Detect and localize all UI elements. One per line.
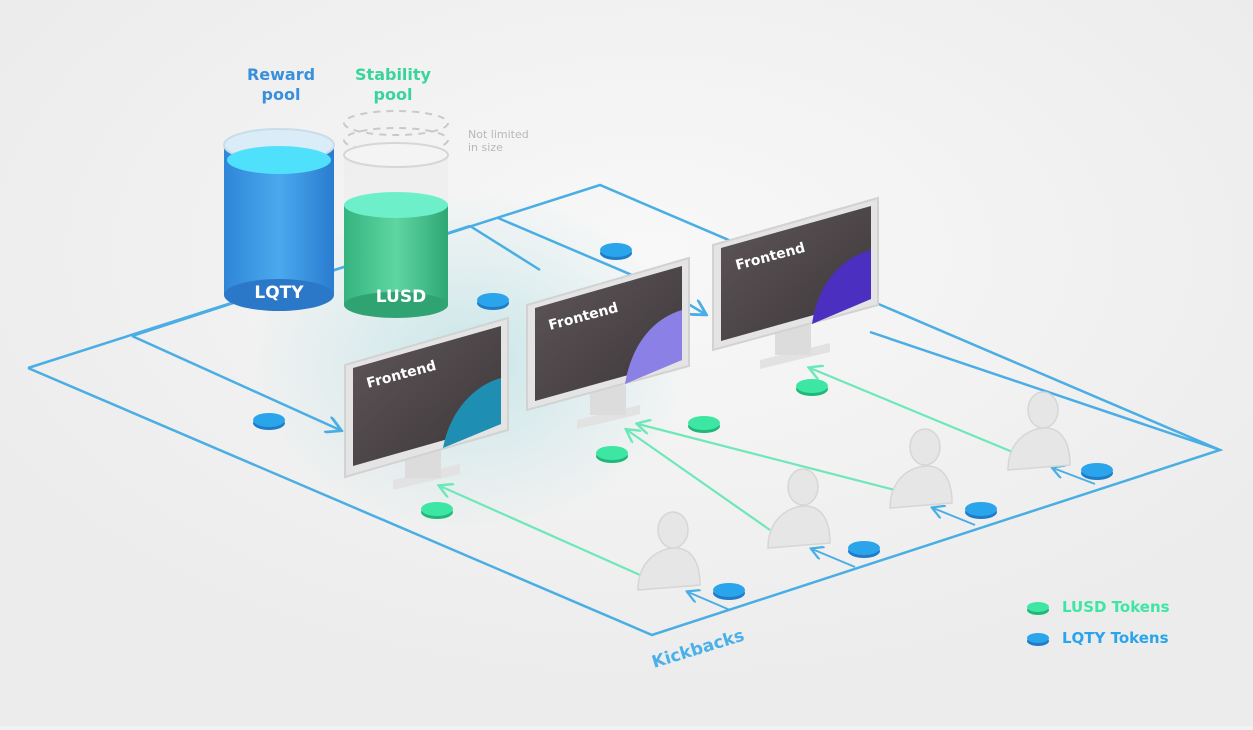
frontend-monitor-3: Frontend [712,196,879,369]
reward-pool-token: LQTY [254,283,304,303]
user-3 [889,428,953,509]
lusd-arrows [440,368,1016,577]
user-4 [1007,391,1071,471]
stability-pool-token: LUSD [376,287,426,307]
reward-pool-title-line2: pool [262,85,301,104]
user-2 [767,468,831,549]
stability-pool-title-line1: Stability [355,65,432,84]
reward-pool-title-line1: Reward [247,65,315,84]
stability-pool-title-line2: pool [374,85,413,104]
legend-item-lusd: LUSD Tokens [1027,598,1170,616]
legend-label-lusd: LUSD Tokens [1062,598,1170,616]
legend-label-lqty: LQTY Tokens [1062,629,1169,647]
lqty-token-discs [253,243,1113,600]
legend-item-lqty: LQTY Tokens [1027,629,1169,647]
frontend-monitor-2: Frontend [526,256,690,429]
legend: LUSD Tokens LQTY Tokens [1027,598,1170,647]
reward-pool-cylinder: LQTY [223,128,335,311]
lusd-token-discs [421,379,828,519]
frontend-monitor-1: Frontend [344,316,509,490]
kickback-arrows [688,468,1096,611]
user-1 [637,511,701,591]
users [637,391,1071,591]
stability-pool-cylinder: LUSD [343,110,449,318]
stability-pool-note-line2: in size [468,141,503,154]
stability-pool-note-line1: Not limited [468,128,529,141]
